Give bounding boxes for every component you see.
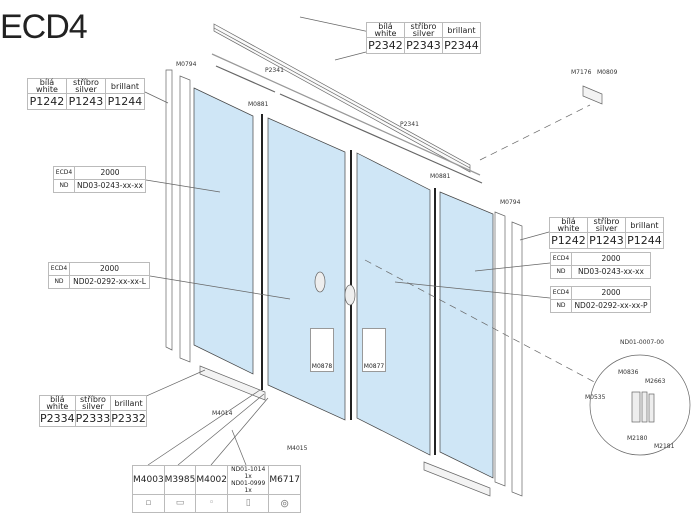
header-silver-cz: stříbro: [80, 395, 106, 404]
right-wall-profile: [494, 211, 506, 487]
label-m2663: M2663: [645, 378, 666, 385]
model: ECD4: [550, 286, 572, 300]
code-white: P1242: [549, 232, 588, 249]
bottom-rail-right: [423, 461, 491, 497]
label-m0881-b: M0881: [430, 173, 451, 180]
header-white-en: white: [557, 224, 580, 233]
label-m0881-a: M0881: [248, 101, 269, 108]
left-wall-profile: [165, 69, 173, 351]
header-silver-en: silver: [595, 224, 618, 233]
header-silver-en: silver: [412, 29, 435, 38]
header-silver-cz: stříbro: [593, 217, 620, 226]
code-white: P1242: [27, 93, 67, 110]
header-brillant: brillant: [105, 78, 145, 94]
end-cap: [582, 85, 603, 105]
header-brillant: brillant: [442, 22, 481, 38]
label-m4014: M4014: [212, 410, 233, 417]
label-m0794-left: M0794: [176, 61, 197, 68]
model: ECD4: [48, 262, 70, 276]
label-m0794-right: M0794: [500, 199, 521, 206]
seal-detail-m0878: M0878: [310, 328, 334, 372]
code-white: P2334: [39, 410, 76, 427]
part-m4003: M4003: [132, 465, 165, 495]
label-m2180: M2180: [627, 435, 648, 442]
model: ECD4: [550, 252, 572, 266]
page-title: ECD4: [0, 8, 88, 46]
size: 2000: [571, 286, 651, 300]
glass-panel-right-door: [356, 152, 431, 456]
code-brillant: P2332: [110, 410, 147, 427]
glass-panel-left-fixed: [193, 87, 254, 375]
part-m6717: M6717: [268, 465, 301, 495]
header-white-cz: bílá: [50, 395, 65, 404]
label-m0535: M0535: [585, 394, 606, 401]
code-brillant: P2344: [442, 37, 481, 54]
code: ND02-0292-xx-xx-L: [69, 275, 150, 289]
label-nd01-0007-00: ND01-0007-00: [620, 339, 664, 346]
model: ECD4: [53, 166, 75, 180]
code-brillant: P1244: [105, 93, 145, 110]
key: ND: [48, 275, 70, 289]
code: ND03-0243-xx-xx: [571, 265, 651, 279]
header-white-cz: bílá: [39, 78, 55, 87]
label-p2341-a: P2341: [265, 67, 284, 74]
size: 2000: [69, 262, 150, 276]
header-silver-cz: stříbro: [73, 78, 99, 87]
label-m7176: M7176: [571, 69, 592, 76]
code-silver: P2333: [74, 410, 112, 427]
label-m4015: M4015: [287, 445, 308, 452]
header-silver-en: silver: [75, 85, 97, 94]
size: 2000: [571, 252, 651, 266]
part-nd01-0999: ND01-0999 1x: [231, 480, 266, 494]
glass-panel-right-fixed: [439, 191, 494, 479]
handle-right: [344, 284, 356, 306]
bottom-rail-left: [199, 365, 266, 401]
label-m0836: M0836: [618, 369, 639, 376]
label-m0877: M0877: [363, 363, 385, 370]
header-silver-en: silver: [82, 402, 104, 411]
seal-detail-m0877: M0877: [362, 328, 386, 372]
code-silver: P1243: [587, 232, 626, 249]
label-m0878: M0878: [311, 363, 333, 370]
header-white-en: white: [374, 29, 397, 38]
code-silver: P1243: [66, 93, 106, 110]
handle-left: [314, 271, 326, 293]
code-white: P2342: [366, 37, 405, 54]
header-white-en: white: [46, 402, 69, 411]
size: 2000: [74, 166, 146, 180]
label-p2341-b: P2341: [400, 121, 419, 128]
header-brillant: brillant: [625, 217, 664, 233]
key: ND: [53, 179, 75, 193]
header-white-cz: bílá: [378, 22, 393, 31]
glass-panel-left-door: [267, 117, 346, 421]
label-m2181: M2181: [654, 443, 675, 450]
part-nd01-1014: ND01-1014 1x: [231, 466, 266, 480]
header-silver-cz: stříbro: [410, 22, 437, 31]
key: ND: [550, 299, 572, 313]
code: ND02-0292-xx-xx-P: [571, 299, 651, 313]
part-m4002: M4002: [195, 465, 229, 495]
header-white-cz: bílá: [561, 217, 576, 226]
code-silver: P2343: [404, 37, 443, 54]
label-m0809: M0809: [597, 69, 618, 76]
key: ND: [550, 265, 572, 279]
header-white-en: white: [36, 85, 58, 94]
code: ND03-0243-xx-xx: [74, 179, 146, 193]
part-m3985: M3985: [163, 465, 197, 495]
code-brillant: P1244: [625, 232, 664, 249]
header-brillant: brillant: [110, 395, 147, 411]
